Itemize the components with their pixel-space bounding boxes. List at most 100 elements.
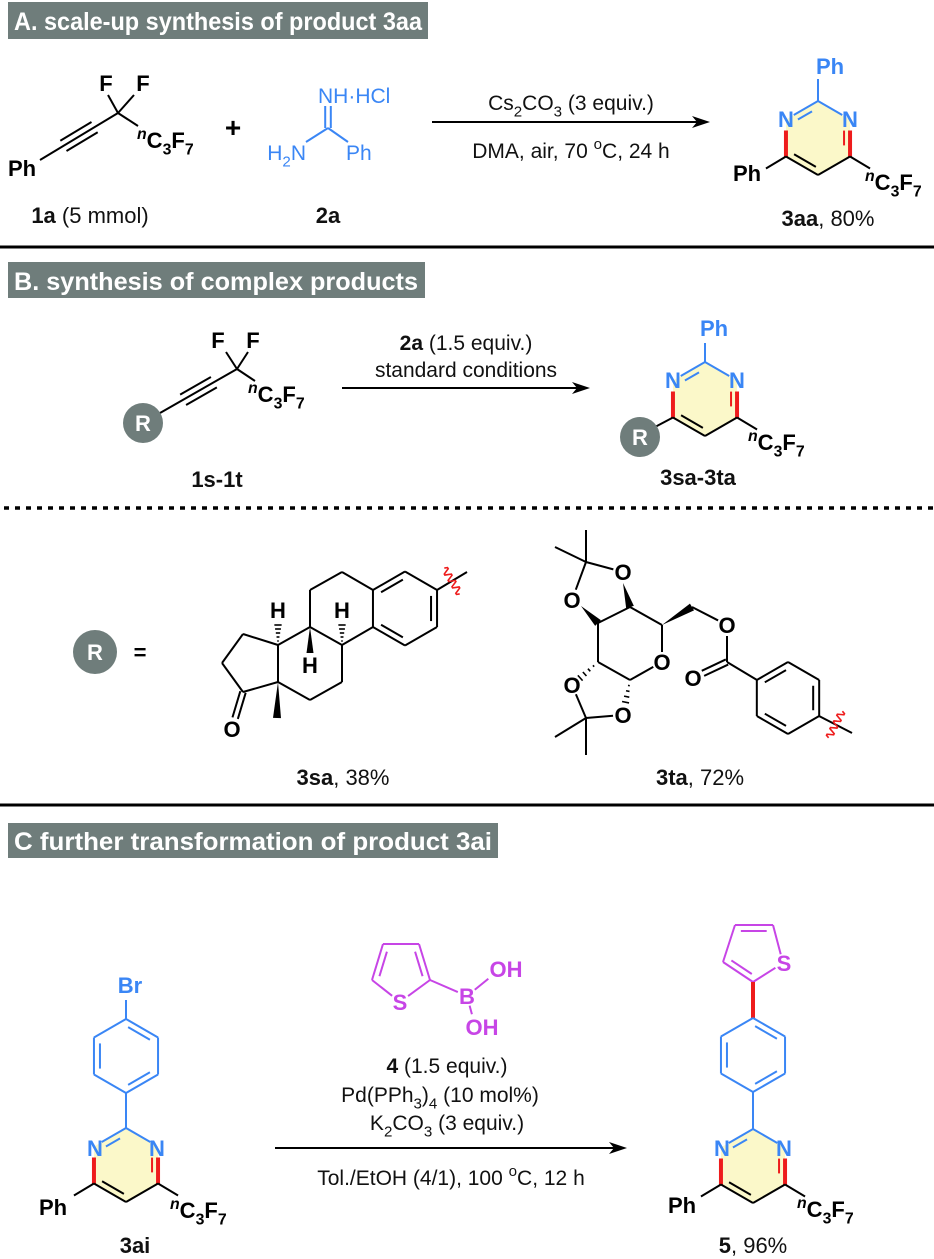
double-bond-inner (732, 1138, 748, 1149)
text-segment: B (459, 984, 475, 1009)
section-b-header: B. synthesis of complex products (14, 268, 418, 296)
atom-n: N (729, 368, 745, 393)
compound-label-5: 5, 96% (719, 1233, 788, 1258)
text-segment: N (776, 1136, 792, 1161)
arrow-head-icon (609, 1142, 627, 1154)
text-segment: Pd(PPh (341, 1084, 413, 1107)
text-segment: 2a (316, 203, 341, 228)
ring-bond (787, 715, 820, 735)
double-bond-inner (754, 1070, 778, 1085)
atom-ph: Ph (8, 156, 36, 181)
single-bond (629, 666, 654, 681)
text-segment: F (282, 382, 295, 407)
double-bond-inner (793, 153, 817, 168)
text-segment: 3 (196, 1212, 205, 1229)
single-bond (418, 943, 431, 981)
atom-n: N (778, 107, 794, 132)
text-segment: N (291, 142, 306, 165)
conditions-above: 2a (1.5 equiv.) (400, 332, 533, 355)
ring-bond (101, 1127, 127, 1143)
arrow-head-icon (572, 382, 590, 394)
hashed-bond (582, 671, 588, 677)
single-bond (849, 155, 871, 170)
text-segment: (3 equiv.) (432, 1112, 524, 1135)
text-segment: 3 (163, 142, 172, 159)
section-a-header: A. scale-up synthesis of product 3aa (14, 8, 423, 36)
text-segment: N (778, 107, 794, 132)
double-bond-inner (797, 110, 813, 121)
section-c-header: C further transformation of product 3ai (14, 828, 492, 856)
ring-bond (817, 155, 851, 176)
text-segment: H (334, 598, 350, 623)
ring-bond (93, 1018, 127, 1039)
section-b-header-bg (8, 262, 425, 298)
text-segment: 3 (823, 1211, 832, 1228)
single-bond (107, 94, 119, 114)
text-segment: 7 (845, 1211, 854, 1228)
atom-f: F (246, 328, 259, 353)
text-segment: A. scale-up synthesis of product 3aa (14, 8, 423, 36)
atom-s: S (393, 990, 408, 1015)
text-segment: 2a (400, 332, 424, 355)
ring-bond (787, 661, 820, 681)
atom-s: S (777, 951, 792, 976)
text-segment: = (134, 640, 147, 665)
text-segment: C further transformation of product 3ai (14, 828, 492, 856)
atom-n: N (149, 1136, 165, 1161)
wedge-bond (581, 606, 601, 626)
compound-label-1s-1t: 1s-1t (191, 467, 243, 492)
single-bond (574, 561, 587, 591)
text-segment: O (653, 650, 670, 675)
single-bond (554, 717, 587, 738)
single-bond (597, 661, 631, 681)
perfluoropropyl-group: nC3F7 (170, 1196, 227, 1229)
text-segment: Ph (8, 156, 36, 181)
atom-o: O (718, 613, 735, 638)
wavy-attachment-icon (825, 710, 846, 739)
conditions-below: Tol./EtOH (4/1), 100 oC, 12 h (317, 1163, 585, 1190)
text-segment: F (899, 170, 912, 195)
atom-n: N (87, 1136, 103, 1161)
double-bond (701, 658, 727, 672)
hashed-bond (587, 668, 591, 672)
compound-label-3ai: 3ai (120, 1233, 151, 1258)
text-segment: OH (490, 957, 523, 982)
single-bond (765, 155, 787, 170)
hashed-bond (625, 689, 630, 693)
text-segment: 3 (554, 103, 562, 120)
double-bond-inner (101, 1180, 125, 1195)
compound-label-1a: 1a (5 mmol) (31, 203, 148, 228)
compound-label-2a: 2a (316, 203, 341, 228)
text-segment: (5 mmol) (56, 203, 149, 228)
text-segment: F (246, 328, 259, 353)
text-segment: 1s-1t (191, 467, 243, 492)
hydroxyl-group: OH (466, 1015, 499, 1040)
text-segment: , 80% (818, 206, 874, 231)
double-bond-inner (730, 959, 753, 975)
text-segment: Ph (816, 54, 844, 79)
pyrimidine-highlight (672, 362, 738, 436)
double-bond (703, 663, 729, 677)
atom-f: F (99, 71, 112, 96)
text-segment: 3sa-3ta (660, 465, 737, 490)
text-segment: 3aa (782, 206, 819, 231)
single-bond (305, 127, 329, 143)
text-segment: CO (392, 1112, 424, 1135)
text-segment: 7 (796, 444, 805, 461)
hashed-bond (592, 664, 595, 668)
single-bond (700, 1183, 722, 1198)
single-bond (117, 112, 139, 127)
single-bond (242, 633, 279, 646)
single-bond (736, 416, 758, 431)
ring-bond (793, 100, 819, 116)
text-segment: 2 (514, 103, 522, 120)
text-segment: , 72% (688, 765, 744, 790)
ring-bond (752, 1183, 786, 1204)
atom-ph: Ph (700, 316, 728, 341)
text-segment: S (393, 990, 408, 1015)
text-segment: F (204, 1198, 217, 1223)
double-bond-inner (380, 623, 404, 639)
single-bond (277, 626, 311, 646)
single-bond (752, 966, 776, 983)
text-segment: 7 (913, 184, 922, 201)
